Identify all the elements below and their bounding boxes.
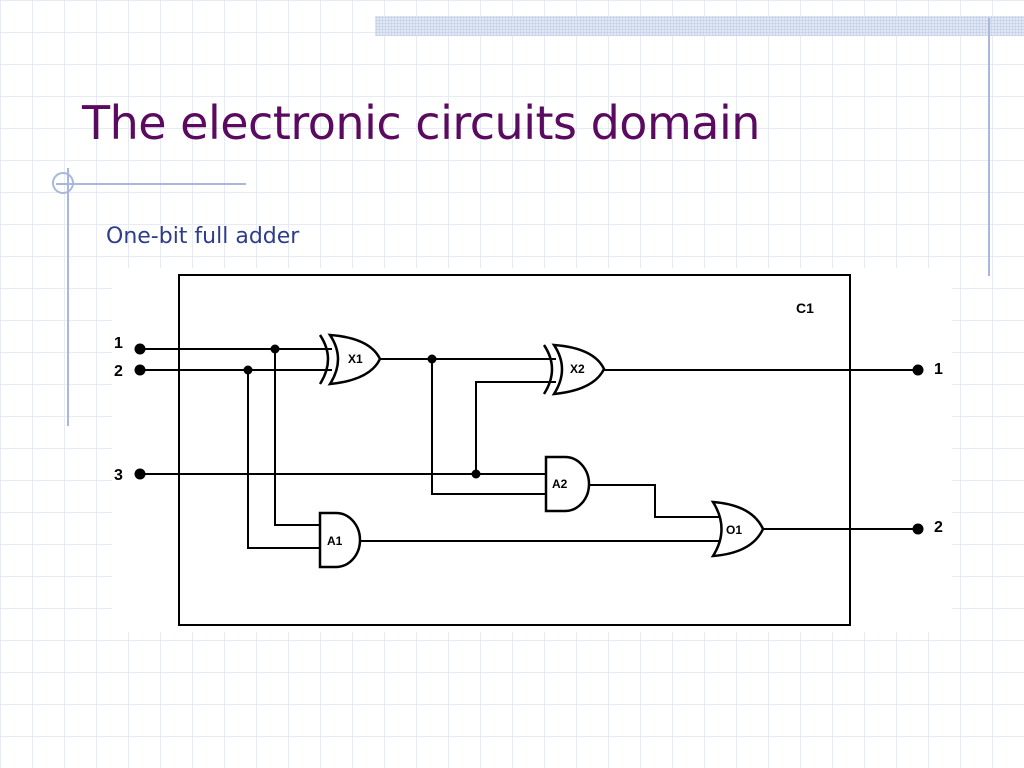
gate-label-x1: X1 (348, 352, 363, 366)
and-gate-a1 (318, 511, 362, 569)
gate-label-x2: X2 (570, 362, 585, 376)
wire-a2-to-o1 (588, 484, 722, 518)
junction-dot (243, 365, 253, 375)
output-terminal-2 (912, 523, 924, 535)
decorative-vertical-line-left (67, 168, 69, 426)
full-adder-diagram: C1 1 2 3 1 (112, 268, 952, 632)
slide-subtitle: One-bit full adder (106, 224, 300, 249)
crosshair-ornament (52, 172, 74, 194)
output-label-2: 2 (934, 519, 943, 536)
input-terminal-1 (134, 343, 146, 355)
decorative-top-band (375, 16, 1024, 36)
input-label-2: 2 (114, 363, 123, 380)
junction-dot (270, 344, 280, 354)
xor-gate-x1 (318, 333, 382, 386)
and-gate-a2 (544, 455, 591, 513)
xor-gate-x2 (542, 343, 606, 396)
gate-label-a2: A2 (552, 477, 568, 491)
or-gate-o1 (710, 500, 765, 558)
wires (140, 348, 918, 549)
title-underline (56, 183, 246, 185)
circuit-label: C1 (796, 300, 814, 316)
input-label-1: 1 (114, 335, 123, 352)
gate-label-a1: A1 (327, 534, 343, 548)
input-terminal-2 (134, 364, 146, 376)
circuit-box (178, 274, 851, 626)
wire-input-2-to-a1 (247, 370, 320, 549)
input-label-3: 3 (114, 467, 123, 484)
input-terminal-3 (134, 468, 146, 480)
decorative-vertical-line-right (988, 18, 990, 276)
wire-input-3-to-x2 (475, 381, 556, 474)
slide-title: The electronic circuits domain (82, 96, 760, 150)
gate-label-o1: O1 (726, 523, 742, 537)
output-terminal-1 (912, 364, 924, 376)
terminals (134, 343, 924, 535)
output-label-1: 1 (934, 361, 943, 378)
wire-x1-to-a2 (431, 359, 546, 495)
junctions (243, 344, 481, 479)
junction-dot (471, 469, 481, 479)
wire-input-1-to-a1 (274, 349, 320, 526)
junction-dot (427, 354, 437, 364)
